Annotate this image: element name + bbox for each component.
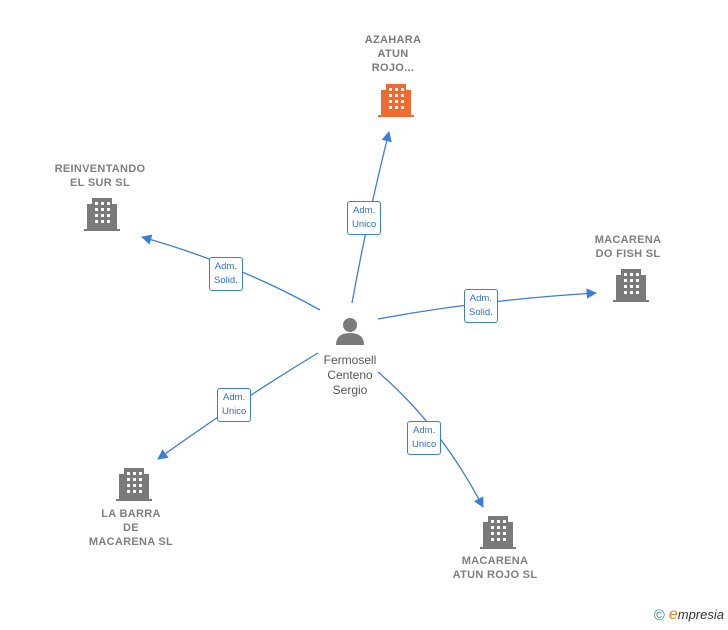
edge-label-la-barra: Adm. Unico [217,388,252,422]
edge-label-macarena-fish: Adm. Solid. [464,289,498,323]
building-icon-macarena-atun[interactable] [480,516,516,549]
building-icon-macarena-fish[interactable] [613,269,649,302]
copyright-icon: © [653,606,665,624]
building-icon-azahara[interactable] [378,84,414,117]
footer-brand: © empresia [654,606,724,624]
building-icon-reinventando[interactable] [84,198,120,231]
building-icon-la-barra[interactable] [116,468,152,501]
company-name-la-barra[interactable]: LA BARRA DE MACARENA SL [88,508,174,548]
person-icon[interactable] [336,318,364,345]
edge-label-reinventando: Adm. Solid. [209,257,243,291]
edge-label-macarena-atun: Adm. Unico [407,421,442,455]
company-name-macarena-fish[interactable]: MACARENA DO FISH SL [594,234,662,260]
edge-label-azahara: Adm. Unico [347,201,382,235]
company-name-macarena-atun[interactable]: MACARENA ATUN ROJO SL [452,555,538,581]
person-name[interactable]: Fermosell Centeno Sergio [323,353,377,397]
company-name-reinventando[interactable]: REINVENTANDO EL SUR SL [54,163,146,189]
brand-logo: empresia [668,606,724,623]
company-name-azahara[interactable]: AZAHARA ATUN ROJO... [364,34,422,74]
